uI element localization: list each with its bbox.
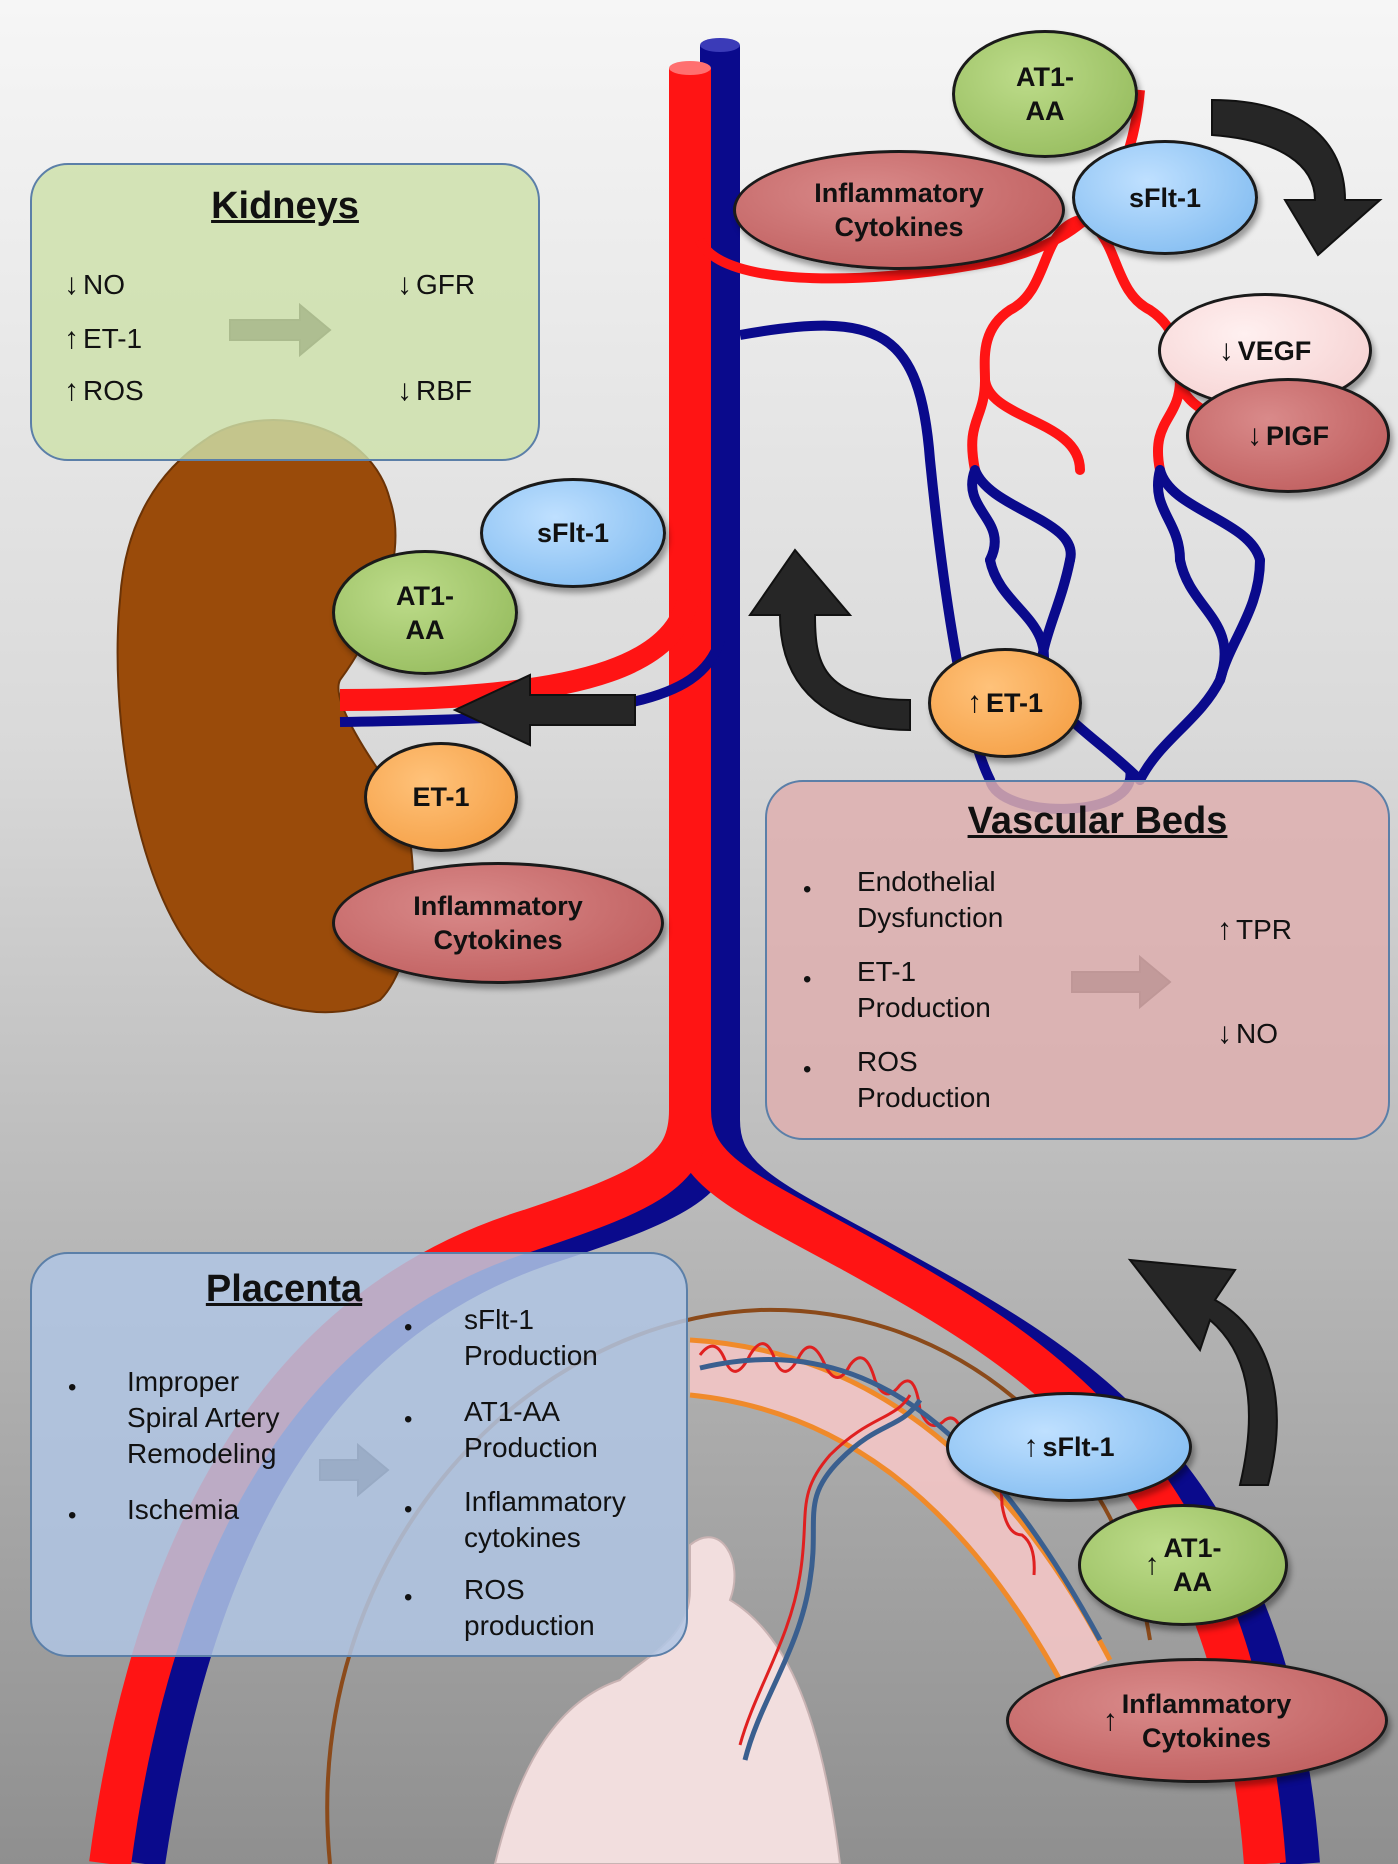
umbilical-vessels	[742, 1398, 923, 1761]
bullet: •	[404, 1584, 413, 1611]
bullet: •	[404, 1406, 413, 1433]
kidneys-title: Kidneys	[211, 185, 359, 227]
pigf-oval: ↓PIGF	[1186, 378, 1390, 493]
kidney-sflt1-oval: sFlt-1	[480, 478, 666, 588]
kidney-at1aa-oval: AT1-AA	[332, 550, 518, 675]
bullet: •	[404, 1496, 413, 1523]
bullet: •	[803, 876, 812, 903]
vascular-result-no: ↓NO	[1217, 1017, 1278, 1050]
kidneys-panel: Kidneys ↓NO ↑ET-1 ↑ROS ↓GFR ↓RBF	[30, 163, 540, 461]
vascular-et1-oval: ↑ET-1	[928, 648, 1082, 758]
bullet: •	[68, 1374, 77, 1401]
bullet: •	[803, 1056, 812, 1083]
placenta-at1aa-oval: ↑ AT1-AA	[1078, 1504, 1288, 1626]
top-sflt1-oval: sFlt-1	[1072, 140, 1258, 255]
top-at1aa-oval: AT1-AA	[952, 30, 1138, 158]
kidney-result-rbf: ↓RBF	[397, 374, 472, 407]
bullet: •	[404, 1314, 413, 1341]
fetus-shape	[493, 1536, 842, 1864]
kidney-et1-oval: ET-1	[364, 742, 518, 852]
bullet: •	[68, 1502, 77, 1529]
placenta-sflt1-oval: ↑sFlt-1	[946, 1392, 1192, 1502]
kidney-result-gfr: ↓GFR	[397, 268, 476, 301]
umbilical-artery	[738, 1394, 912, 1746]
kidney-effect-no: ↓NO	[64, 268, 125, 301]
kidney-effect-et1: ↑ET-1	[64, 322, 143, 355]
vascular-beds-title: Vascular Beds	[967, 800, 1228, 842]
bullet: •	[803, 966, 812, 993]
renal-artery	[339, 588, 701, 711]
kidney-effect-ros: ↑ROS	[64, 374, 144, 407]
vascular-result-tpr: ↑TPR	[1217, 913, 1292, 946]
placenta-cause-ischemia: Ischemia	[127, 1494, 240, 1525]
placenta-title: Placenta	[205, 1268, 363, 1310]
